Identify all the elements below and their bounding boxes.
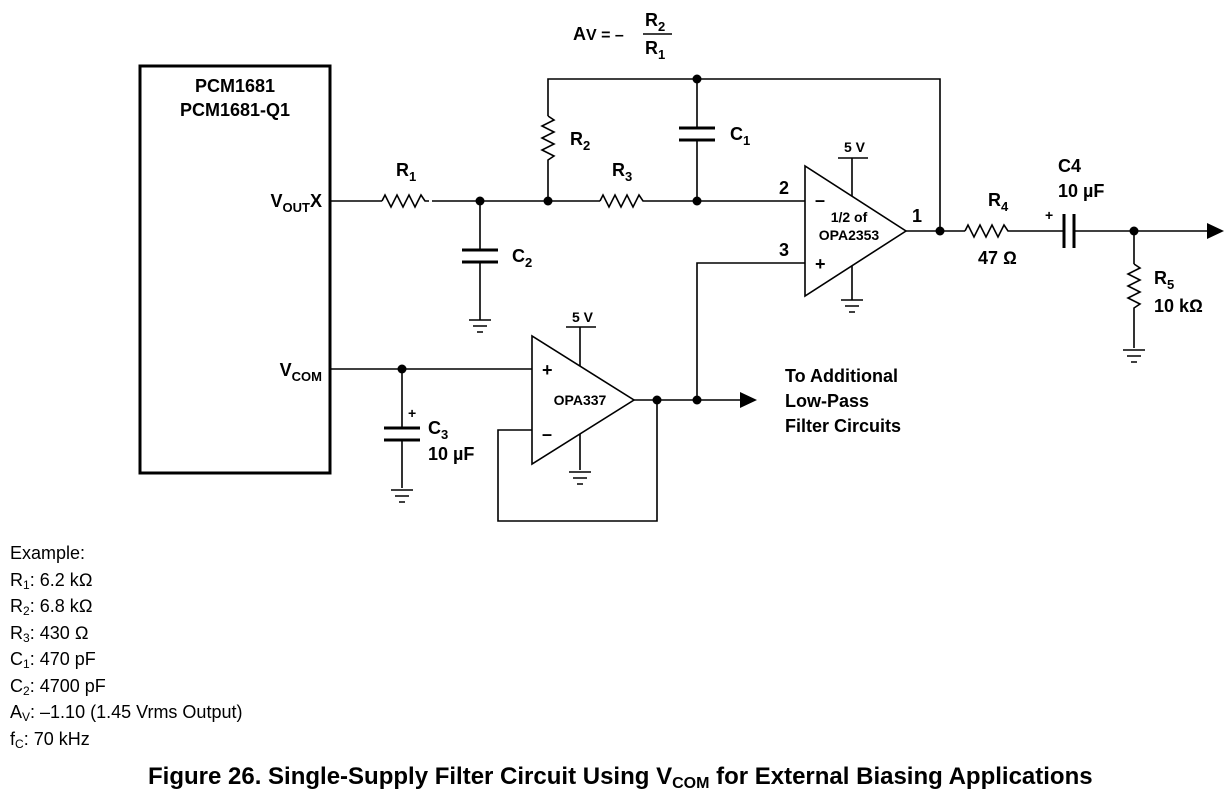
r2-resistor: [540, 115, 556, 166]
opa337-noninverting-sign: +: [542, 360, 553, 380]
output-note-line2: Low-Pass: [785, 391, 869, 411]
opa2353-part-line1: 1/2 of: [831, 209, 868, 225]
c3-label: C3: [428, 418, 448, 442]
gain-formula: AV = – R2 R1: [573, 10, 672, 62]
pcm1681-chip: [138, 64, 332, 475]
vcom-pin-label: VCOM: [280, 360, 322, 384]
chip-name: PCM1681: [195, 76, 275, 96]
opa337-part-label: OPA337: [554, 392, 607, 408]
junction-dot: [692, 74, 702, 84]
opa2353-pin1-label: 1: [912, 206, 922, 226]
vcom-buffer-output-wire: [634, 262, 805, 401]
opa337-ground-symbol: [569, 471, 591, 485]
example-values: Example: R1: 6.2 kΩ R2: 6.8 kΩ R3: 430 Ω…: [10, 540, 242, 752]
opa2353-ground-symbol: [841, 299, 863, 313]
junction-dot: [652, 395, 662, 405]
vcom-output-arrow: [740, 392, 757, 408]
opa2353-inverting-sign: –: [815, 190, 825, 210]
c3-polarity-sign: +: [408, 405, 416, 421]
output-arrow: [1207, 223, 1224, 239]
c2-label: C2: [512, 246, 532, 270]
r4-resistor: [964, 223, 1015, 239]
opa2353-symbol: [804, 164, 908, 298]
example-row: C1: 470 pF: [10, 649, 96, 671]
gain-formula-denominator: R1: [645, 38, 665, 62]
example-title: Example:: [10, 543, 86, 563]
opa337-feedback-wire: [497, 400, 658, 522]
r4-value: 47 Ω: [978, 248, 1017, 268]
example-row: C2: 4700 pF: [10, 675, 106, 698]
opa337-inverting-sign: –: [542, 424, 552, 444]
opa2353-noninverting-sign: +: [815, 254, 826, 274]
opa2353-pin3-label: 3: [779, 240, 789, 260]
c4-polarity-sign: +: [1045, 207, 1053, 223]
gain-formula-numerator: R2: [645, 10, 665, 34]
opa2353-pin2-label: 2: [779, 178, 789, 198]
r1-label: R1: [396, 160, 416, 184]
feedback-wire: [547, 78, 941, 230]
r5-value: 10 kΩ: [1154, 296, 1203, 316]
r4-label: R4: [988, 190, 1009, 214]
junction-dot: [692, 395, 702, 405]
opa2353-part-line2: OPA2353: [819, 227, 880, 243]
r5-resistor: [1126, 263, 1142, 314]
junction-dot: [1129, 226, 1139, 236]
opa337-supply-label: 5 V: [572, 309, 594, 325]
r3-label: R3: [612, 160, 632, 184]
r5-label: R5: [1154, 268, 1174, 292]
c2-ground-symbol: [469, 319, 491, 333]
example-row: fC: 70 kHz: [10, 728, 90, 751]
r3-resistor: [599, 193, 650, 209]
c4-value: 10 µF: [1058, 181, 1104, 201]
example-row: R3: 430 Ω: [10, 622, 89, 645]
r2-label: R2: [570, 129, 590, 153]
schematic-diagram: PCM1681 PCM1681-Q1 VOUTX VCOM AV = – R2 …: [138, 10, 1224, 522]
chip-variant: PCM1681-Q1: [180, 100, 290, 120]
c3-value: 10 µF: [428, 444, 474, 464]
example-row: R1: 6.2 kΩ: [10, 569, 93, 592]
example-row: AV: –1.10 (1.45 Vrms Output): [10, 702, 243, 724]
r1-resistor: [381, 193, 429, 209]
junction-dot: [692, 196, 702, 206]
r5-ground-symbol: [1123, 349, 1145, 363]
junction-dot: [935, 226, 945, 236]
c1-label: C1: [730, 124, 750, 148]
c3-ground-symbol: [391, 489, 413, 503]
example-row: R2: 6.8 kΩ: [10, 596, 93, 618]
vout-pin-label: VOUTX: [271, 191, 322, 215]
output-note-line1: To Additional: [785, 366, 898, 386]
opa2353-supply-label: 5 V: [844, 139, 866, 155]
junction-dot: [475, 196, 485, 206]
output-note-line3: Filter Circuits: [785, 416, 901, 436]
opa337-symbol: [531, 334, 636, 466]
junction-dot: [543, 196, 553, 206]
junction-dot: [397, 364, 407, 374]
gain-formula-lhs: AV = –: [573, 24, 624, 44]
c4-label: C4: [1058, 156, 1081, 176]
figure-caption: Figure 26. Single-Supply Filter Circuit …: [148, 763, 1093, 792]
